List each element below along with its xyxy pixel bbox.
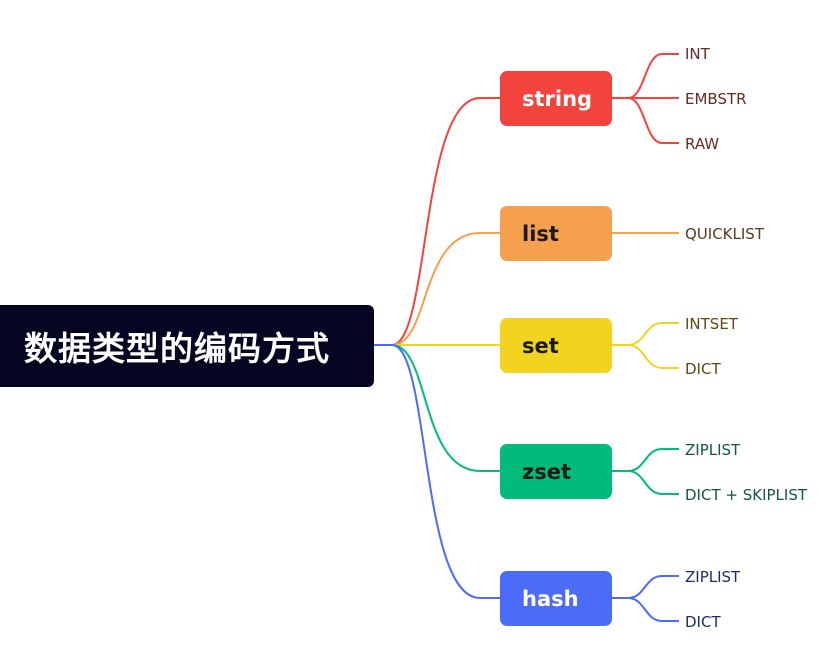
link-string-raw: [612, 97, 679, 144]
encoding-hash-ziplist[interactable]: ZIPLIST: [685, 568, 741, 586]
encoding-list-quicklist[interactable]: QUICKLIST: [685, 225, 764, 243]
link-hash-ziplist: [612, 575, 679, 599]
topic-hash[interactable]: hash: [500, 571, 612, 626]
link-root-string: [374, 97, 500, 346]
topic-list[interactable]: list: [500, 206, 612, 261]
topic-hash-label: hash: [522, 586, 579, 611]
link-zset-ziplist: [612, 448, 679, 472]
topic-zset[interactable]: zset: [500, 444, 612, 499]
encoding-string-int[interactable]: INT: [685, 45, 710, 63]
topic-set[interactable]: set: [500, 318, 612, 373]
encoding-zset-ziplist[interactable]: ZIPLIST: [685, 441, 741, 459]
encoding-zset-dict-skiplist[interactable]: DICT + SKIPLIST: [685, 486, 808, 504]
root-topic-label: 数据类型的编码方式: [24, 329, 330, 368]
link-hash-dict: [612, 597, 679, 622]
link-zset-dict-skiplist: [612, 470, 679, 495]
link-root-zset: [374, 344, 500, 472]
encoding-set-intset[interactable]: INTSET: [685, 315, 738, 333]
root-topic[interactable]: 数据类型的编码方式: [0, 305, 374, 387]
topic-string-label: string: [522, 86, 593, 111]
topic-string[interactable]: string: [500, 71, 612, 126]
topic-set-label: set: [522, 333, 559, 358]
encoding-set-dict[interactable]: DICT: [685, 360, 721, 378]
encoding-string-raw[interactable]: RAW: [685, 135, 720, 153]
encoding-string-embstr[interactable]: EMBSTR: [685, 90, 747, 108]
topic-list-label: list: [522, 221, 559, 246]
link-root-list: [374, 232, 500, 346]
encoding-hash-dict[interactable]: DICT: [685, 613, 721, 631]
link-root-hash: [374, 344, 500, 599]
link-set-intset: [612, 322, 679, 346]
link-set-dict: [612, 344, 679, 369]
topic-zset-label: zset: [522, 459, 572, 484]
link-string-int: [612, 53, 679, 99]
